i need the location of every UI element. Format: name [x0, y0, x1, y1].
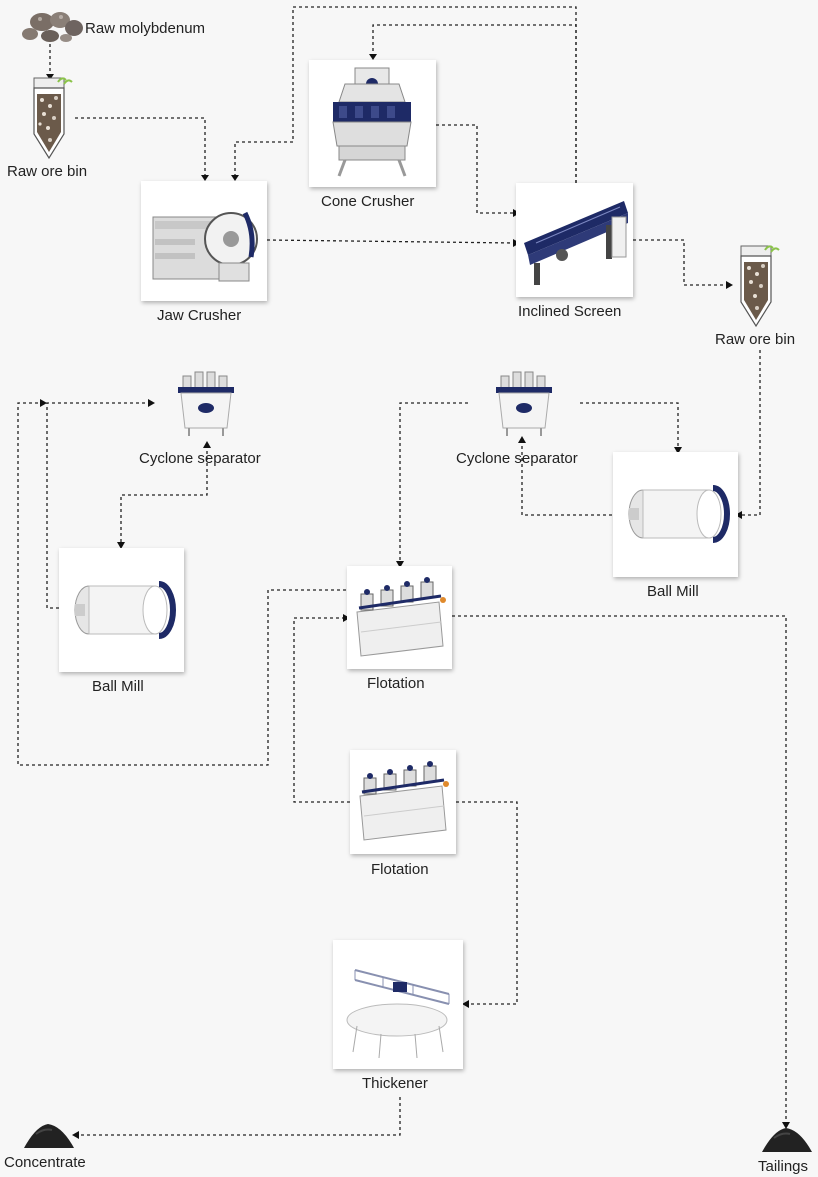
vibrating-screen-icon	[524, 201, 628, 285]
label-ball-mill-2: Ball Mill	[647, 583, 699, 600]
flotation-cell-icon	[359, 761, 449, 841]
arrowhead	[518, 436, 526, 443]
arrowhead	[203, 441, 211, 448]
arrowhead	[396, 561, 404, 568]
arrowhead	[201, 175, 209, 181]
flow-bin2-to-ballmill2	[738, 350, 761, 516]
ball-mill-2-card[interactable]	[613, 452, 738, 577]
ball-mill-icon	[74, 581, 176, 639]
flow-flotation1-loop	[17, 402, 346, 766]
tailings-pile-icon	[760, 1124, 814, 1154]
flow-lines	[17, 6, 787, 1136]
flotation-2-card[interactable]	[350, 750, 456, 854]
cone-crusher-icon	[332, 67, 412, 177]
flow-screen-to-bin2	[633, 239, 728, 286]
flow-thickener-to-concentrate	[75, 1097, 401, 1136]
ball-mill-icon	[628, 485, 730, 543]
jaw-crusher-card[interactable]	[141, 181, 267, 301]
flow-jaw-to-screen	[266, 239, 516, 244]
flow-ballmill2-to-cyclone2	[521, 440, 612, 516]
jaw-crusher-icon	[152, 211, 258, 282]
label-cyclone-separator-2: Cyclone separator	[456, 450, 578, 467]
flow-screen-to-cone-return	[372, 24, 577, 183]
label-jaw-crusher: Jaw Crusher	[157, 307, 242, 324]
arrowhead	[231, 175, 239, 181]
label-cone-crusher: Cone Crusher	[321, 193, 415, 210]
flow-cyclone2-to-ballmill2	[580, 402, 679, 450]
thickener-icon	[346, 969, 450, 1059]
arrowhead	[72, 1131, 79, 1139]
flow-flotation2-to-flotation1	[293, 617, 350, 803]
cone-crusher-card[interactable]	[309, 60, 436, 187]
flotation-1-card[interactable]	[347, 566, 452, 669]
arrowhead	[40, 399, 47, 407]
cyclone-icon[interactable]	[493, 370, 555, 438]
label-flotation-1: Flotation	[367, 675, 425, 692]
raw-molybdenum-icon	[20, 8, 84, 44]
concentrate-pile-icon	[22, 1120, 76, 1150]
arrowhead	[462, 1000, 469, 1008]
label-raw-ore-bin-2: Raw ore bin	[715, 331, 796, 348]
flotation-cell-icon	[356, 577, 446, 657]
label-inclined-screen: Inclined Screen	[518, 303, 622, 320]
ore-bin-icon	[735, 244, 781, 330]
arrowhead	[117, 542, 125, 549]
flow-cyclone2-to-flotation1	[399, 402, 468, 563]
arrowhead	[46, 74, 54, 80]
arrowhead	[343, 614, 350, 622]
label-cyclone-separator-1: Cyclone separator	[139, 450, 261, 467]
flow-bin-to-jaw	[75, 117, 206, 178]
flow-cone-to-screen	[436, 124, 515, 214]
label-tailings: Tailings	[758, 1158, 809, 1175]
label-raw-molybdenum: Raw molybdenum	[85, 20, 206, 37]
flow-flotation1-to-tailings	[452, 615, 787, 1125]
arrowhead	[726, 281, 733, 289]
cyclone-icon[interactable]	[175, 370, 237, 438]
flow-flotation2-to-thickener	[456, 801, 518, 1005]
thickener-card[interactable]	[333, 940, 463, 1069]
ore-bin-icon	[28, 76, 74, 162]
label-flotation-2: Flotation	[371, 861, 429, 878]
label-raw-ore-bin-1: Raw ore bin	[7, 163, 88, 180]
inclined-screen-card[interactable]	[516, 183, 633, 297]
label-concentrate: Concentrate	[4, 1154, 86, 1171]
flow-ballmill1-to-cyclone1	[46, 402, 150, 609]
arrowhead	[782, 1122, 790, 1129]
arrowhead	[369, 54, 377, 60]
ball-mill-1-card[interactable]	[59, 548, 184, 672]
arrowhead	[148, 399, 155, 407]
arrowhead	[674, 447, 682, 454]
label-thickener: Thickener	[362, 1075, 428, 1092]
flow-cyclone1-to-ballmill1	[120, 445, 208, 545]
label-ball-mill-1: Ball Mill	[92, 678, 144, 695]
arrowhead	[735, 511, 742, 519]
